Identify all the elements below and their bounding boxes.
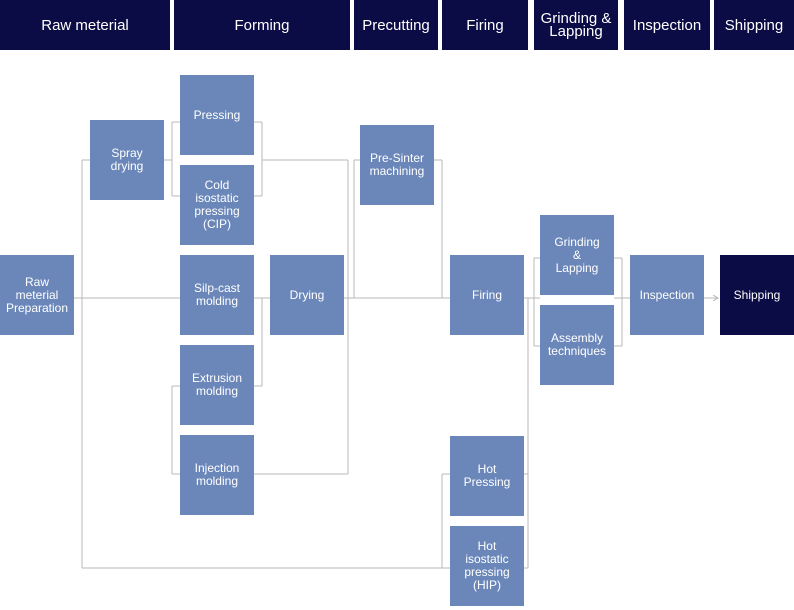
header-raw-material: Raw meterial	[0, 0, 170, 50]
header-precutting: Precutting	[354, 0, 438, 50]
node-injection-molding: Injection molding	[180, 435, 254, 515]
node-pre-sinter-machining: Pre-Sinter machining	[360, 125, 434, 205]
node-grinding-lapping: Grinding & Lapping	[540, 215, 614, 295]
node-raw-material-preparation: Raw meterial Preparation	[0, 255, 74, 335]
node-cold-isostatic-pressing: Cold isostatic pressing (CIP)	[180, 165, 254, 245]
node-drying: Drying	[270, 255, 344, 335]
node-firing: Firing	[450, 255, 524, 335]
node-shipping: Shipping	[720, 255, 794, 335]
node-extrusion-molding: Extrusion molding	[180, 345, 254, 425]
header-grinding-lapping: Grinding & Lapping	[534, 0, 618, 50]
node-assembly-techniques: Assembly techniques	[540, 305, 614, 385]
node-inspection: Inspection	[630, 255, 704, 335]
node-hot-isostatic-pressing: Hot isostatic pressing (HIP)	[450, 526, 524, 606]
header-inspection: Inspection	[624, 0, 710, 50]
header-firing: Firing	[442, 0, 528, 50]
header-shipping: Shipping	[714, 0, 794, 50]
node-slip-cast-molding: Silp-cast molding	[180, 255, 254, 335]
header-forming: Forming	[174, 0, 350, 50]
node-spray-drying: Spray drying	[90, 120, 164, 200]
node-pressing: Pressing	[180, 75, 254, 155]
node-hot-pressing: Hot Pressing	[450, 436, 524, 516]
